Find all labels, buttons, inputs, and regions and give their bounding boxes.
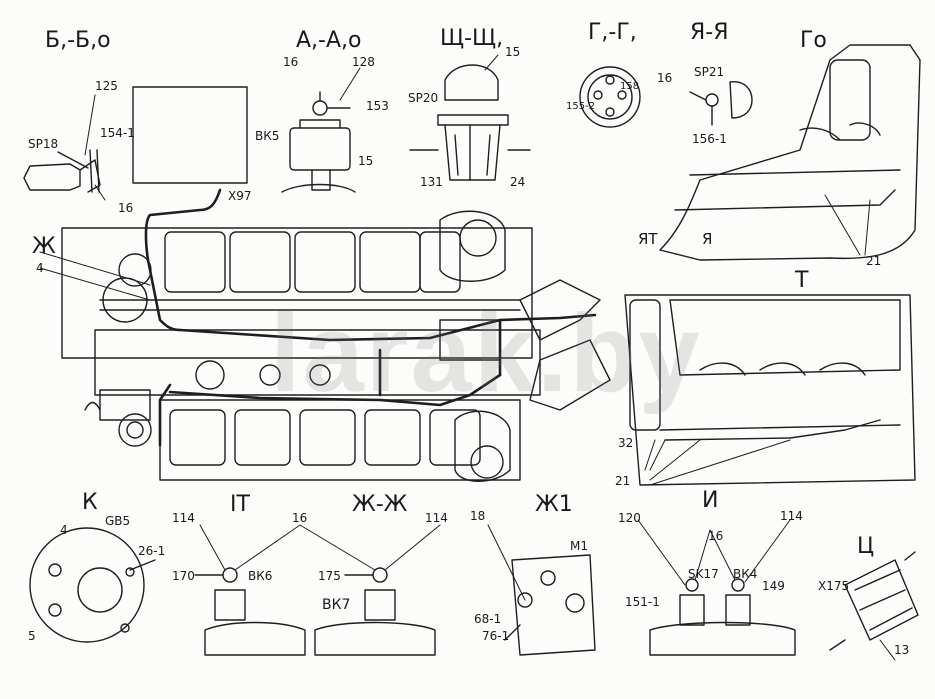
generator-gb5: [29, 527, 156, 643]
label-149: 149: [762, 579, 785, 593]
label-114-a: 114: [172, 511, 195, 525]
label-x97: Х97: [228, 189, 252, 203]
label-16-a: 16: [118, 201, 134, 215]
section-zh1: Ж1: [535, 492, 573, 517]
label-vk5: ВК5: [255, 129, 280, 143]
bracket-m1: [504, 554, 596, 656]
section-shch-shch: Щ-Щ,: [440, 26, 504, 51]
label-170: 170: [172, 569, 195, 583]
label-16-b: 16: [283, 55, 299, 69]
label-131: 131: [420, 175, 443, 189]
section-g-g: Г,-Г,: [588, 20, 637, 45]
label-yat: ЯТ: [638, 230, 658, 248]
section-zh-zh: Ж-Ж: [352, 492, 408, 517]
section-zh: Ж: [32, 234, 56, 259]
label-125: 125: [95, 79, 118, 93]
label-gb5: GB5: [105, 514, 131, 528]
section-g0: Го: [800, 28, 827, 53]
label-18: 18: [470, 509, 486, 523]
wiring-harness: [144, 188, 597, 447]
label-m1: M1: [570, 539, 588, 553]
label-ya: Я: [702, 230, 713, 248]
label-16-e: 16: [708, 529, 724, 543]
label-32: 32: [618, 436, 634, 450]
label-21-b: 21: [615, 474, 631, 488]
label-128: 128: [352, 55, 375, 69]
label-154-1: 154-1: [100, 126, 135, 140]
connector-g-g: [579, 66, 641, 128]
label-156-1: 156-1: [692, 132, 727, 146]
label-158: 158: [620, 81, 640, 92]
control-box: [132, 86, 248, 184]
label-5: 5: [28, 629, 36, 643]
label-26-1: 26-1: [138, 544, 166, 558]
label-120: 120: [618, 511, 641, 525]
label-x175: Х175: [818, 579, 850, 593]
label-175: 175: [318, 569, 341, 583]
sensor-vk5: [281, 91, 356, 193]
sensor-vk7: [314, 567, 436, 656]
section-it: IТ: [230, 492, 250, 517]
section-k: К: [82, 490, 98, 515]
section-ts: Ц: [857, 534, 875, 559]
manifold-mid-right: [624, 294, 916, 486]
leader-lines: [39, 54, 896, 661]
label-13: 13: [894, 643, 910, 657]
label-16-d: 16: [292, 511, 308, 525]
label-15-a: 15: [358, 154, 374, 168]
sensor-sp21: [689, 81, 753, 126]
label-24: 24: [510, 175, 526, 189]
label-153: 153: [366, 99, 389, 113]
label-sp18: SP18: [28, 137, 59, 151]
sensor-vk6: [194, 567, 306, 656]
section-t: Т: [795, 268, 809, 293]
label-4: 4: [36, 261, 44, 275]
label-114-b: 114: [425, 511, 448, 525]
label-vk7: ВК7: [322, 597, 351, 613]
label-151-1: 151-1: [625, 595, 660, 609]
label-15-b: 15: [505, 45, 521, 59]
label-vk6: ВК6: [248, 569, 273, 583]
watermark: larak.by: [270, 292, 702, 415]
label-155-2: 155-2: [566, 101, 596, 112]
label-bk4: ВК4: [733, 567, 758, 581]
label-114-c: 114: [780, 509, 803, 523]
label-76-1: 76-1: [482, 629, 510, 643]
section-ya-ya: Я-Я: [690, 20, 729, 45]
engine-block: [61, 210, 611, 482]
sensor-sp20: [409, 64, 531, 181]
sensors-sk17-bk4: [649, 578, 796, 656]
label-16-c: 16: [657, 71, 673, 85]
section-a-a0: А,-А,о: [296, 28, 362, 53]
label-21-a: 21: [866, 254, 882, 268]
manifold-top-right: [659, 44, 921, 261]
label-sk17: SK17: [688, 567, 719, 581]
label-68-1: 68-1: [474, 612, 502, 626]
label-sp20: SP20: [408, 91, 439, 105]
section-i: И: [702, 488, 719, 513]
section-b-b0: Б,-Б,о: [45, 28, 111, 53]
sensor-sp18: [23, 149, 101, 193]
label-sp21: SP21: [694, 65, 725, 79]
label-4-b: 4: [60, 523, 68, 537]
connector-x175: [829, 551, 919, 651]
